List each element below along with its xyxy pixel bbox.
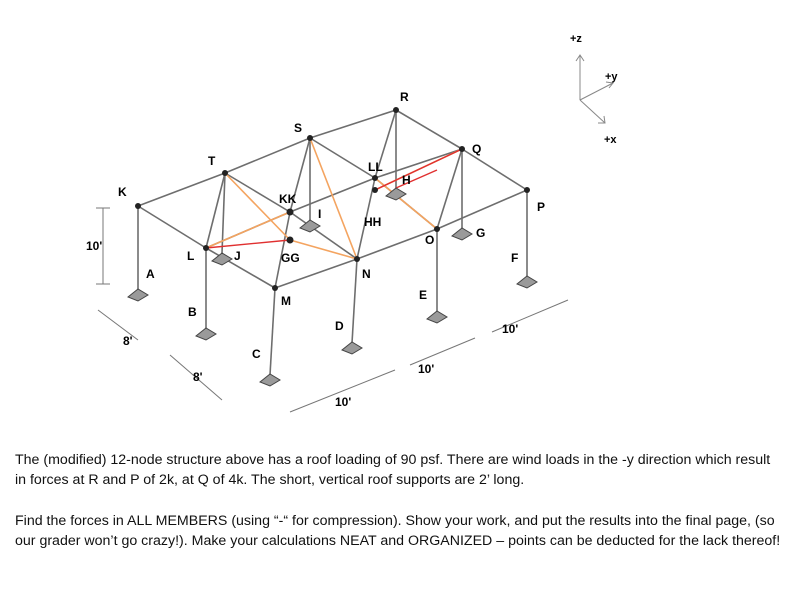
support-f bbox=[516, 275, 538, 289]
label-m: M bbox=[281, 294, 291, 308]
dim-bottom-10c: 10' bbox=[502, 322, 518, 336]
label-kk: KK bbox=[279, 192, 297, 206]
label-ll: LL bbox=[368, 160, 383, 174]
label-gg: GG bbox=[281, 251, 300, 265]
label-d: D bbox=[335, 319, 344, 333]
frame-members bbox=[137, 109, 528, 376]
label-p: P bbox=[537, 200, 545, 214]
label-q: Q bbox=[472, 142, 481, 156]
label-n: N bbox=[362, 267, 371, 281]
dim-left-8b: 8' bbox=[193, 370, 203, 384]
support-d bbox=[341, 341, 363, 355]
node-labels: K T S R Q P L M N O A B C D E F G H I J … bbox=[118, 90, 545, 361]
label-b: B bbox=[188, 305, 197, 319]
label-r: R bbox=[400, 90, 409, 104]
support-c bbox=[259, 373, 281, 387]
label-o: O bbox=[425, 233, 434, 247]
axis-z-label: +z bbox=[570, 33, 582, 45]
dim-height: 10' bbox=[86, 239, 102, 253]
structure-diagram: K T S R Q P L M N O A B C D E F G H I J … bbox=[86, 33, 618, 413]
dim-left-8a: 8' bbox=[123, 334, 133, 348]
dimension-labels: 10' 8' 8' 10' 10' 10' bbox=[86, 239, 518, 409]
support-i bbox=[299, 219, 321, 233]
problem-statement: The (modified) 12-node structure above h… bbox=[15, 452, 771, 488]
support-j bbox=[211, 252, 233, 266]
label-t: T bbox=[208, 154, 216, 168]
support-a bbox=[127, 288, 149, 302]
label-i: I bbox=[318, 207, 321, 221]
support-g bbox=[451, 227, 473, 241]
axis-triad bbox=[575, 54, 614, 124]
dim-bottom-10b: 10' bbox=[418, 362, 434, 376]
label-l: L bbox=[187, 249, 194, 263]
label-hh: HH bbox=[364, 215, 381, 229]
supports bbox=[127, 187, 538, 387]
label-c: C bbox=[252, 347, 261, 361]
nodes bbox=[135, 107, 530, 291]
axis-x-label: +x bbox=[604, 134, 617, 146]
label-h: H bbox=[402, 173, 411, 187]
axis-y-label: +y bbox=[605, 71, 618, 83]
label-j: J bbox=[234, 249, 241, 263]
label-a: A bbox=[146, 267, 155, 281]
red-members bbox=[205, 148, 463, 249]
support-h bbox=[385, 187, 407, 201]
support-b bbox=[195, 327, 217, 341]
label-f: F bbox=[511, 251, 518, 265]
support-e bbox=[426, 310, 448, 324]
label-g: G bbox=[476, 226, 485, 240]
dim-bottom-10a: 10' bbox=[335, 395, 351, 409]
label-s: S bbox=[294, 121, 302, 135]
orange-members bbox=[205, 137, 463, 260]
dimension-lines bbox=[96, 207, 569, 413]
label-e: E bbox=[419, 288, 427, 302]
instructions: Find the forces in ALL MEMBERS (using “-… bbox=[15, 513, 781, 549]
label-k: K bbox=[118, 185, 127, 199]
